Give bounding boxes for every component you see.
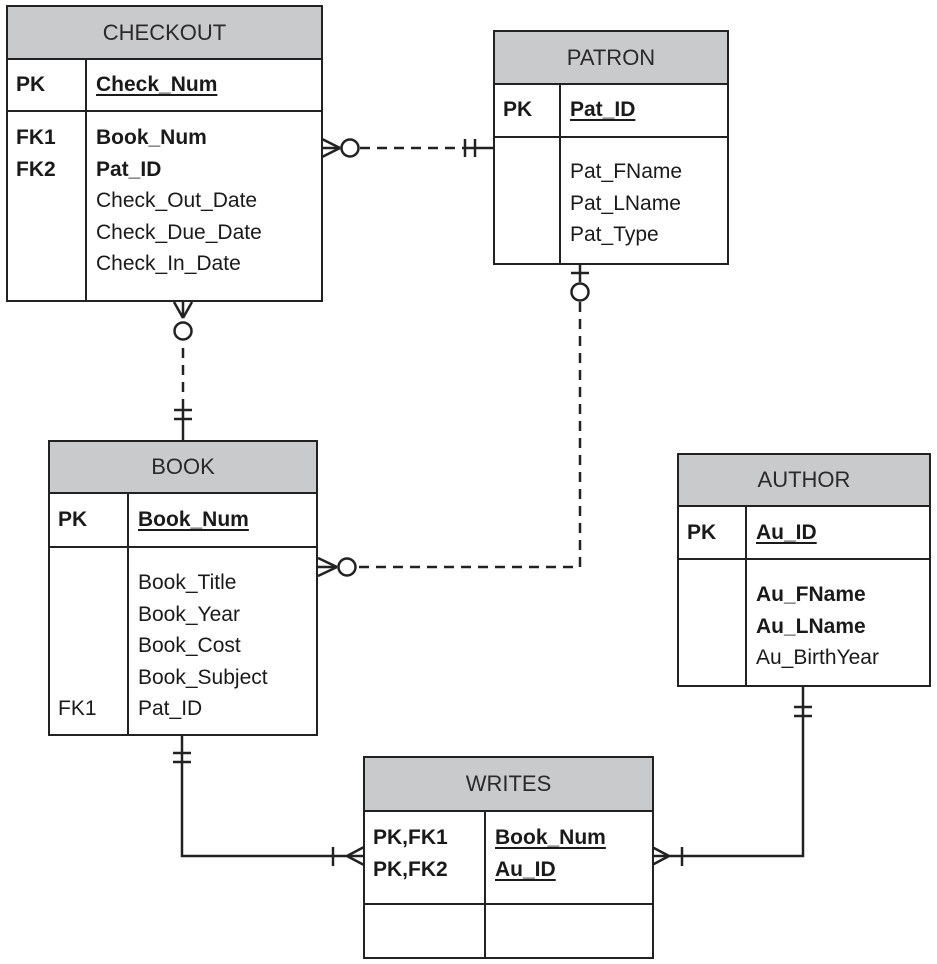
attribute: Au_LName (756, 614, 866, 638)
attribute: Book_Year (138, 602, 240, 626)
crowfoot-icon (317, 556, 338, 569)
zero-circle-icon (570, 282, 590, 302)
key-column: FK1 FK2 (8, 112, 87, 300)
entity-title: CHECKOUT (8, 7, 321, 60)
attribute-column: Pat_FName Pat_LName Pat_Type (561, 138, 682, 263)
crowfoot-icon (346, 845, 365, 858)
pk-attribute: Check_Num (96, 73, 218, 96)
attribute: Book_Title (138, 571, 237, 594)
crowfoot-icon (172, 301, 185, 319)
attribute: Book_Cost (138, 634, 241, 657)
key-label: FK1 (58, 697, 97, 720)
zero-circle-icon (173, 321, 193, 341)
attribute-column: Au_FName Au_LName Au_BirthYear (747, 560, 879, 685)
attribute: Pat_Type (570, 223, 659, 246)
pk-attribute: Book_Num (495, 826, 606, 849)
attribute: Au_FName (756, 583, 866, 606)
rel-checkout-book (172, 301, 194, 440)
attribute-column: Book_Title Book_Year Book_Cost Book_Subj… (129, 548, 268, 734)
entity-title: BOOK (50, 442, 316, 494)
attribute: Check_Due_Date (96, 220, 262, 244)
attribute: Check_In_Date (96, 252, 241, 275)
key-column (495, 138, 561, 263)
pk-attribute: Au_ID (495, 857, 556, 881)
pk-attribute: Au_ID (756, 521, 817, 544)
key-label: PK,FK1 (373, 826, 448, 849)
attribute: Book_Subject (138, 665, 268, 689)
entity-patron[interactable]: PATRON PK Pat_ID Pat_FName Pat_LName Pat… (493, 30, 729, 265)
key-column: FK1 (50, 548, 129, 734)
entity-title: AUTHOR (679, 455, 929, 507)
rel-book-patron (317, 264, 590, 578)
zero-circle-icon (337, 557, 357, 577)
entity-author[interactable]: AUTHOR PK Au_ID Au_FName Au_LName Au_Bir… (677, 453, 931, 687)
attribute: Check_Out_Date (96, 189, 258, 212)
entity-title: WRITES (365, 758, 652, 812)
key-column: PK,FK1 PK,FK2 (365, 812, 486, 903)
key-label: FK1 (16, 126, 56, 149)
pk-label: PK (50, 494, 129, 546)
attribute: Pat_ID (96, 157, 162, 181)
attribute: Pat_ID (138, 697, 203, 720)
pk-label: PK (495, 85, 561, 136)
key-label: PK,FK2 (373, 857, 448, 881)
pk-attribute: Book_Num (138, 508, 249, 531)
key-column (679, 560, 747, 685)
attribute: Book_Num (96, 126, 207, 149)
key-label (58, 662, 127, 694)
pk-label: PK (679, 507, 747, 558)
pk-label: PK (8, 60, 87, 110)
attribute: Pat_LName (570, 191, 681, 215)
key-label (58, 567, 127, 599)
attribute: Au_BirthYear (756, 646, 879, 669)
rel-book-writes (173, 735, 365, 867)
rel-checkout-patron (321, 137, 494, 159)
zero-circle-icon (340, 138, 360, 158)
rel-author-writes (651, 686, 812, 867)
attribute-column: Book_Num Au_ID (486, 812, 606, 903)
crowfoot-icon (651, 845, 670, 858)
attribute: Pat_FName (570, 160, 683, 183)
entity-book[interactable]: BOOK PK Book_Num FK1 Book_Title Book_Yea… (48, 440, 318, 736)
entity-title: PATRON (495, 32, 727, 85)
key-label: FK2 (16, 157, 56, 181)
key-label (58, 630, 127, 662)
crowfoot-icon (321, 137, 341, 150)
entity-writes[interactable]: WRITES PK,FK1 PK,FK2 Book_Num Au_ID (363, 756, 654, 959)
key-label (58, 599, 127, 631)
entity-checkout[interactable]: CHECKOUT PK Check_Num FK1 FK2 Book_Num P… (6, 5, 323, 302)
key-column (365, 905, 486, 957)
attribute-column: Book_Num Pat_ID Check_Out_Date Check_Due… (87, 112, 262, 300)
pk-attribute: Pat_ID (570, 98, 636, 121)
attribute-column (486, 905, 495, 957)
